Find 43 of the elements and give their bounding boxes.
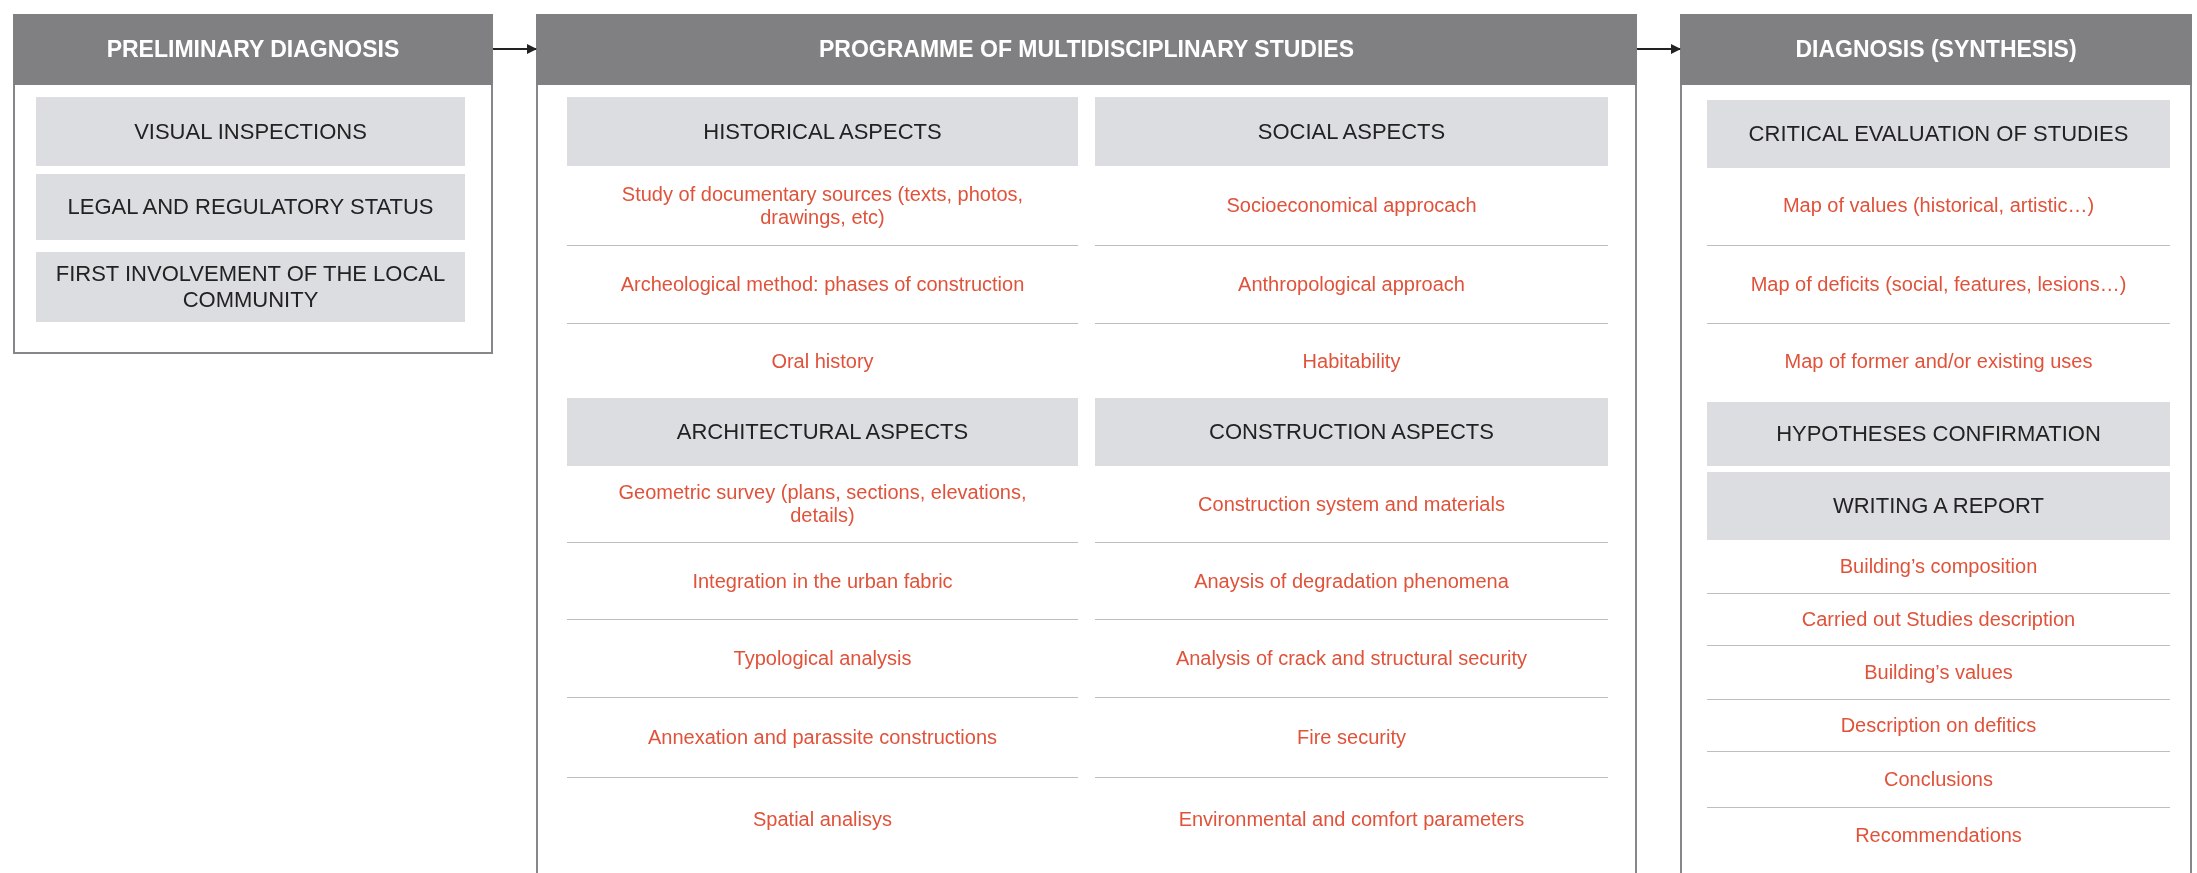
- section-heading: CONSTRUCTION ASPECTS: [1095, 398, 1608, 466]
- section-heading: SOCIAL ASPECTS: [1095, 97, 1608, 166]
- study-item: Typological analysis: [567, 620, 1078, 698]
- study-item: Building’s values: [1707, 646, 2170, 700]
- study-item: Map of values (historical, artistic…): [1707, 166, 2170, 246]
- section-heading: FIRST INVOLVEMENT OF THE LOCAL COMMUNITY: [36, 252, 465, 322]
- study-item: Anaysis of degradation phenomena: [1095, 543, 1608, 620]
- panel-header: DIAGNOSIS (SYNTHESIS): [1680, 14, 2192, 85]
- section-heading: CRITICAL EVALUATION OF STUDIES: [1707, 100, 2170, 168]
- section-heading: WRITING A REPORT: [1707, 472, 2170, 540]
- study-item: Map of former and/or existing uses: [1707, 324, 2170, 398]
- study-item: Oral history: [567, 324, 1078, 398]
- study-item: Socioeconomical approcach: [1095, 166, 1608, 246]
- study-item: Map of deficits (social, features, lesions…): [1707, 246, 2170, 324]
- section-heading: HYPOTHESES CONFIRMATION: [1707, 402, 2170, 466]
- section-heading: VISUAL INSPECTIONS: [36, 97, 465, 166]
- study-item: Anthropological approach: [1095, 246, 1608, 324]
- study-item: Carried out Studies description: [1707, 594, 2170, 646]
- section-heading: ARCHITECTURAL ASPECTS: [567, 398, 1078, 466]
- stage-panel: [536, 14, 1637, 873]
- stage-panel: [1680, 14, 2192, 873]
- arrow: [1636, 44, 1681, 54]
- study-item: Archeological method: phases of construction: [567, 246, 1078, 324]
- study-item: Environmental and comfort parameters: [1095, 778, 1608, 860]
- section-heading: LEGAL AND REGULATORY STATUS: [36, 174, 465, 240]
- study-item: Annexation and parassite constructions: [567, 698, 1078, 778]
- study-item: Construction system and materials: [1095, 466, 1608, 543]
- study-item: Description on defitics: [1707, 700, 2170, 752]
- study-item: Recommendations: [1707, 808, 2170, 862]
- study-item: Conclusions: [1707, 752, 2170, 808]
- study-item: Spatial analisys: [567, 778, 1078, 860]
- panel-header: PROGRAMME OF MULTIDISCIPLINARY STUDIES: [536, 14, 1637, 85]
- study-item: Geometric survey (plans, sections, elevations, details): [567, 466, 1078, 543]
- study-item: Analysis of crack and structural security: [1095, 620, 1608, 698]
- stage-panel: [13, 14, 493, 354]
- study-item: Habitability: [1095, 324, 1608, 398]
- section-heading: HISTORICAL ASPECTS: [567, 97, 1078, 166]
- study-item: Fire security: [1095, 698, 1608, 778]
- study-item: Study of documentary sources (texts, photos, drawings, etc): [567, 166, 1078, 246]
- arrow: [492, 44, 537, 54]
- study-item: Integration in the urban fabric: [567, 543, 1078, 620]
- study-item: Building’s composition: [1707, 540, 2170, 594]
- panel-header: PRELIMINARY DIAGNOSIS: [13, 14, 493, 85]
